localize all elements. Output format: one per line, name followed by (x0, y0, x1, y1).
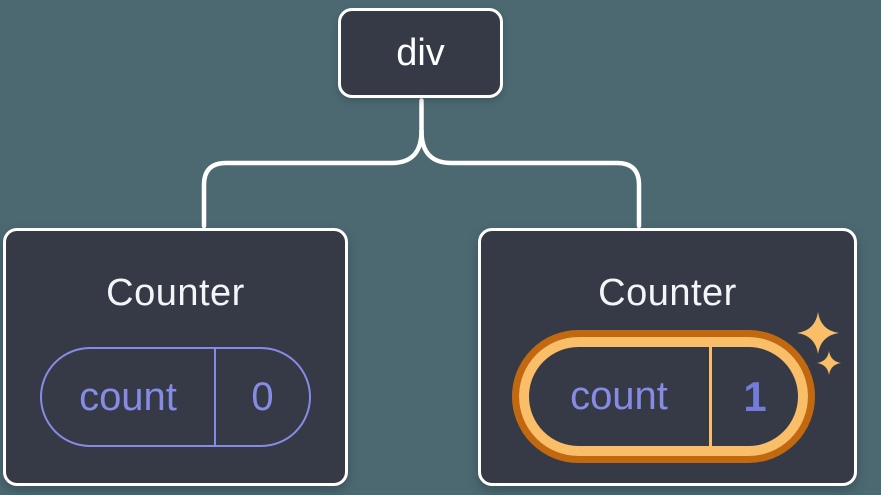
counter-card-left: Counter count 0 (3, 228, 348, 486)
root-node-label: div (396, 31, 445, 74)
state-pill-right: count 1 (519, 337, 808, 456)
state-value: 1 (743, 372, 767, 420)
state-key-label: count (79, 374, 177, 419)
counter-card-right: Counter count 1 (478, 228, 857, 486)
state-key-label: count (570, 374, 668, 418)
root-node-div: div (338, 8, 503, 98)
state-value: 0 (251, 374, 274, 419)
highlight-ring: count 1 (512, 330, 815, 463)
pill-divider (709, 347, 712, 446)
state-pill-left: count 0 (40, 347, 311, 447)
connector-left-branch (201, 128, 424, 229)
connector-right-branch (419, 128, 642, 229)
pill-divider (214, 349, 216, 445)
counter-card-left-title: Counter (106, 272, 245, 314)
counter-card-right-title: Counter (598, 272, 737, 314)
